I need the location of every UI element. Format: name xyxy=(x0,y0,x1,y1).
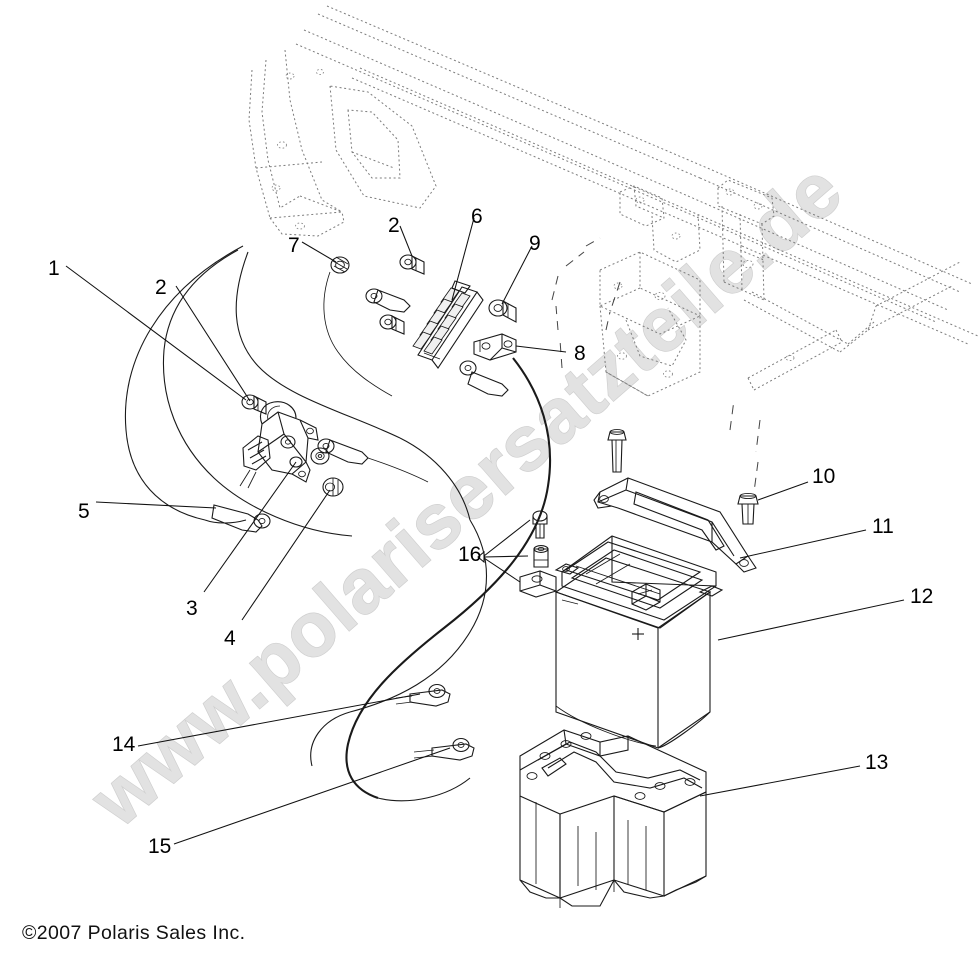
callout-12: 12 xyxy=(910,585,934,608)
connector-block-8 xyxy=(473,333,517,361)
leader-4 xyxy=(241,489,331,621)
leader-7 xyxy=(301,241,337,263)
leader-2b xyxy=(399,225,413,257)
small-hardware-group xyxy=(241,254,517,497)
callout-7: 7 xyxy=(288,234,300,257)
leader-5 xyxy=(95,501,217,509)
bolt-16 xyxy=(532,510,548,539)
callout-11: 11 xyxy=(872,515,894,538)
callout-14: 14 xyxy=(112,733,136,756)
copyright-notice: ©2007 Polaris Sales Inc. xyxy=(22,922,245,945)
battery-hold-down-strap xyxy=(593,477,757,573)
callout-10: 10 xyxy=(812,465,836,488)
leader-10 xyxy=(757,481,809,501)
callout-2a: 2 xyxy=(155,276,167,299)
fuse-block-6 xyxy=(412,280,484,369)
callout-8: 8 xyxy=(574,342,586,365)
grommet-7 xyxy=(330,256,350,274)
screw-2b-lower xyxy=(379,314,405,335)
screw-2b-upper xyxy=(399,254,425,275)
block-16 xyxy=(519,570,557,598)
spacer-9 xyxy=(488,299,517,323)
callout-4: 4 xyxy=(224,627,236,650)
leader-12 xyxy=(717,599,905,641)
bolt-upper-center xyxy=(607,429,627,473)
callout-5: 5 xyxy=(78,500,90,523)
callout-1: 1 xyxy=(48,257,60,280)
leader-6 xyxy=(451,217,475,301)
callout-6: 6 xyxy=(471,205,483,228)
leader-8 xyxy=(515,345,567,353)
nut-bushing xyxy=(322,477,344,497)
callout-13: 13 xyxy=(865,751,889,774)
leader-15 xyxy=(173,747,451,845)
leader-9 xyxy=(501,245,533,305)
leader-14 xyxy=(137,693,421,747)
callout-16: 16 xyxy=(458,543,482,566)
battery-box-tray-13 xyxy=(519,729,707,908)
callout-2b: 2 xyxy=(388,214,400,237)
copyright-text: 2007 Polaris Sales Inc. xyxy=(36,922,246,944)
leader-3 xyxy=(203,461,297,593)
screw-2a xyxy=(241,394,267,415)
frame-phantom-structure xyxy=(248,5,979,493)
callout-3: 3 xyxy=(186,597,198,620)
leader-2a xyxy=(175,285,251,402)
leader-11 xyxy=(739,529,867,559)
callout-9: 9 xyxy=(529,232,541,255)
washer-4 xyxy=(310,447,330,465)
bolt-10 xyxy=(737,492,759,525)
leader-1 xyxy=(65,265,247,401)
callout-15: 15 xyxy=(148,835,172,858)
leader-13 xyxy=(699,765,861,797)
copyright-symbol: © xyxy=(22,922,37,944)
spacer-16 xyxy=(533,545,549,568)
hardware-kit-16 xyxy=(477,510,557,598)
leader-lines-group xyxy=(65,217,905,845)
battery-12 xyxy=(554,535,724,749)
starter-solenoid-assembly xyxy=(239,401,319,489)
